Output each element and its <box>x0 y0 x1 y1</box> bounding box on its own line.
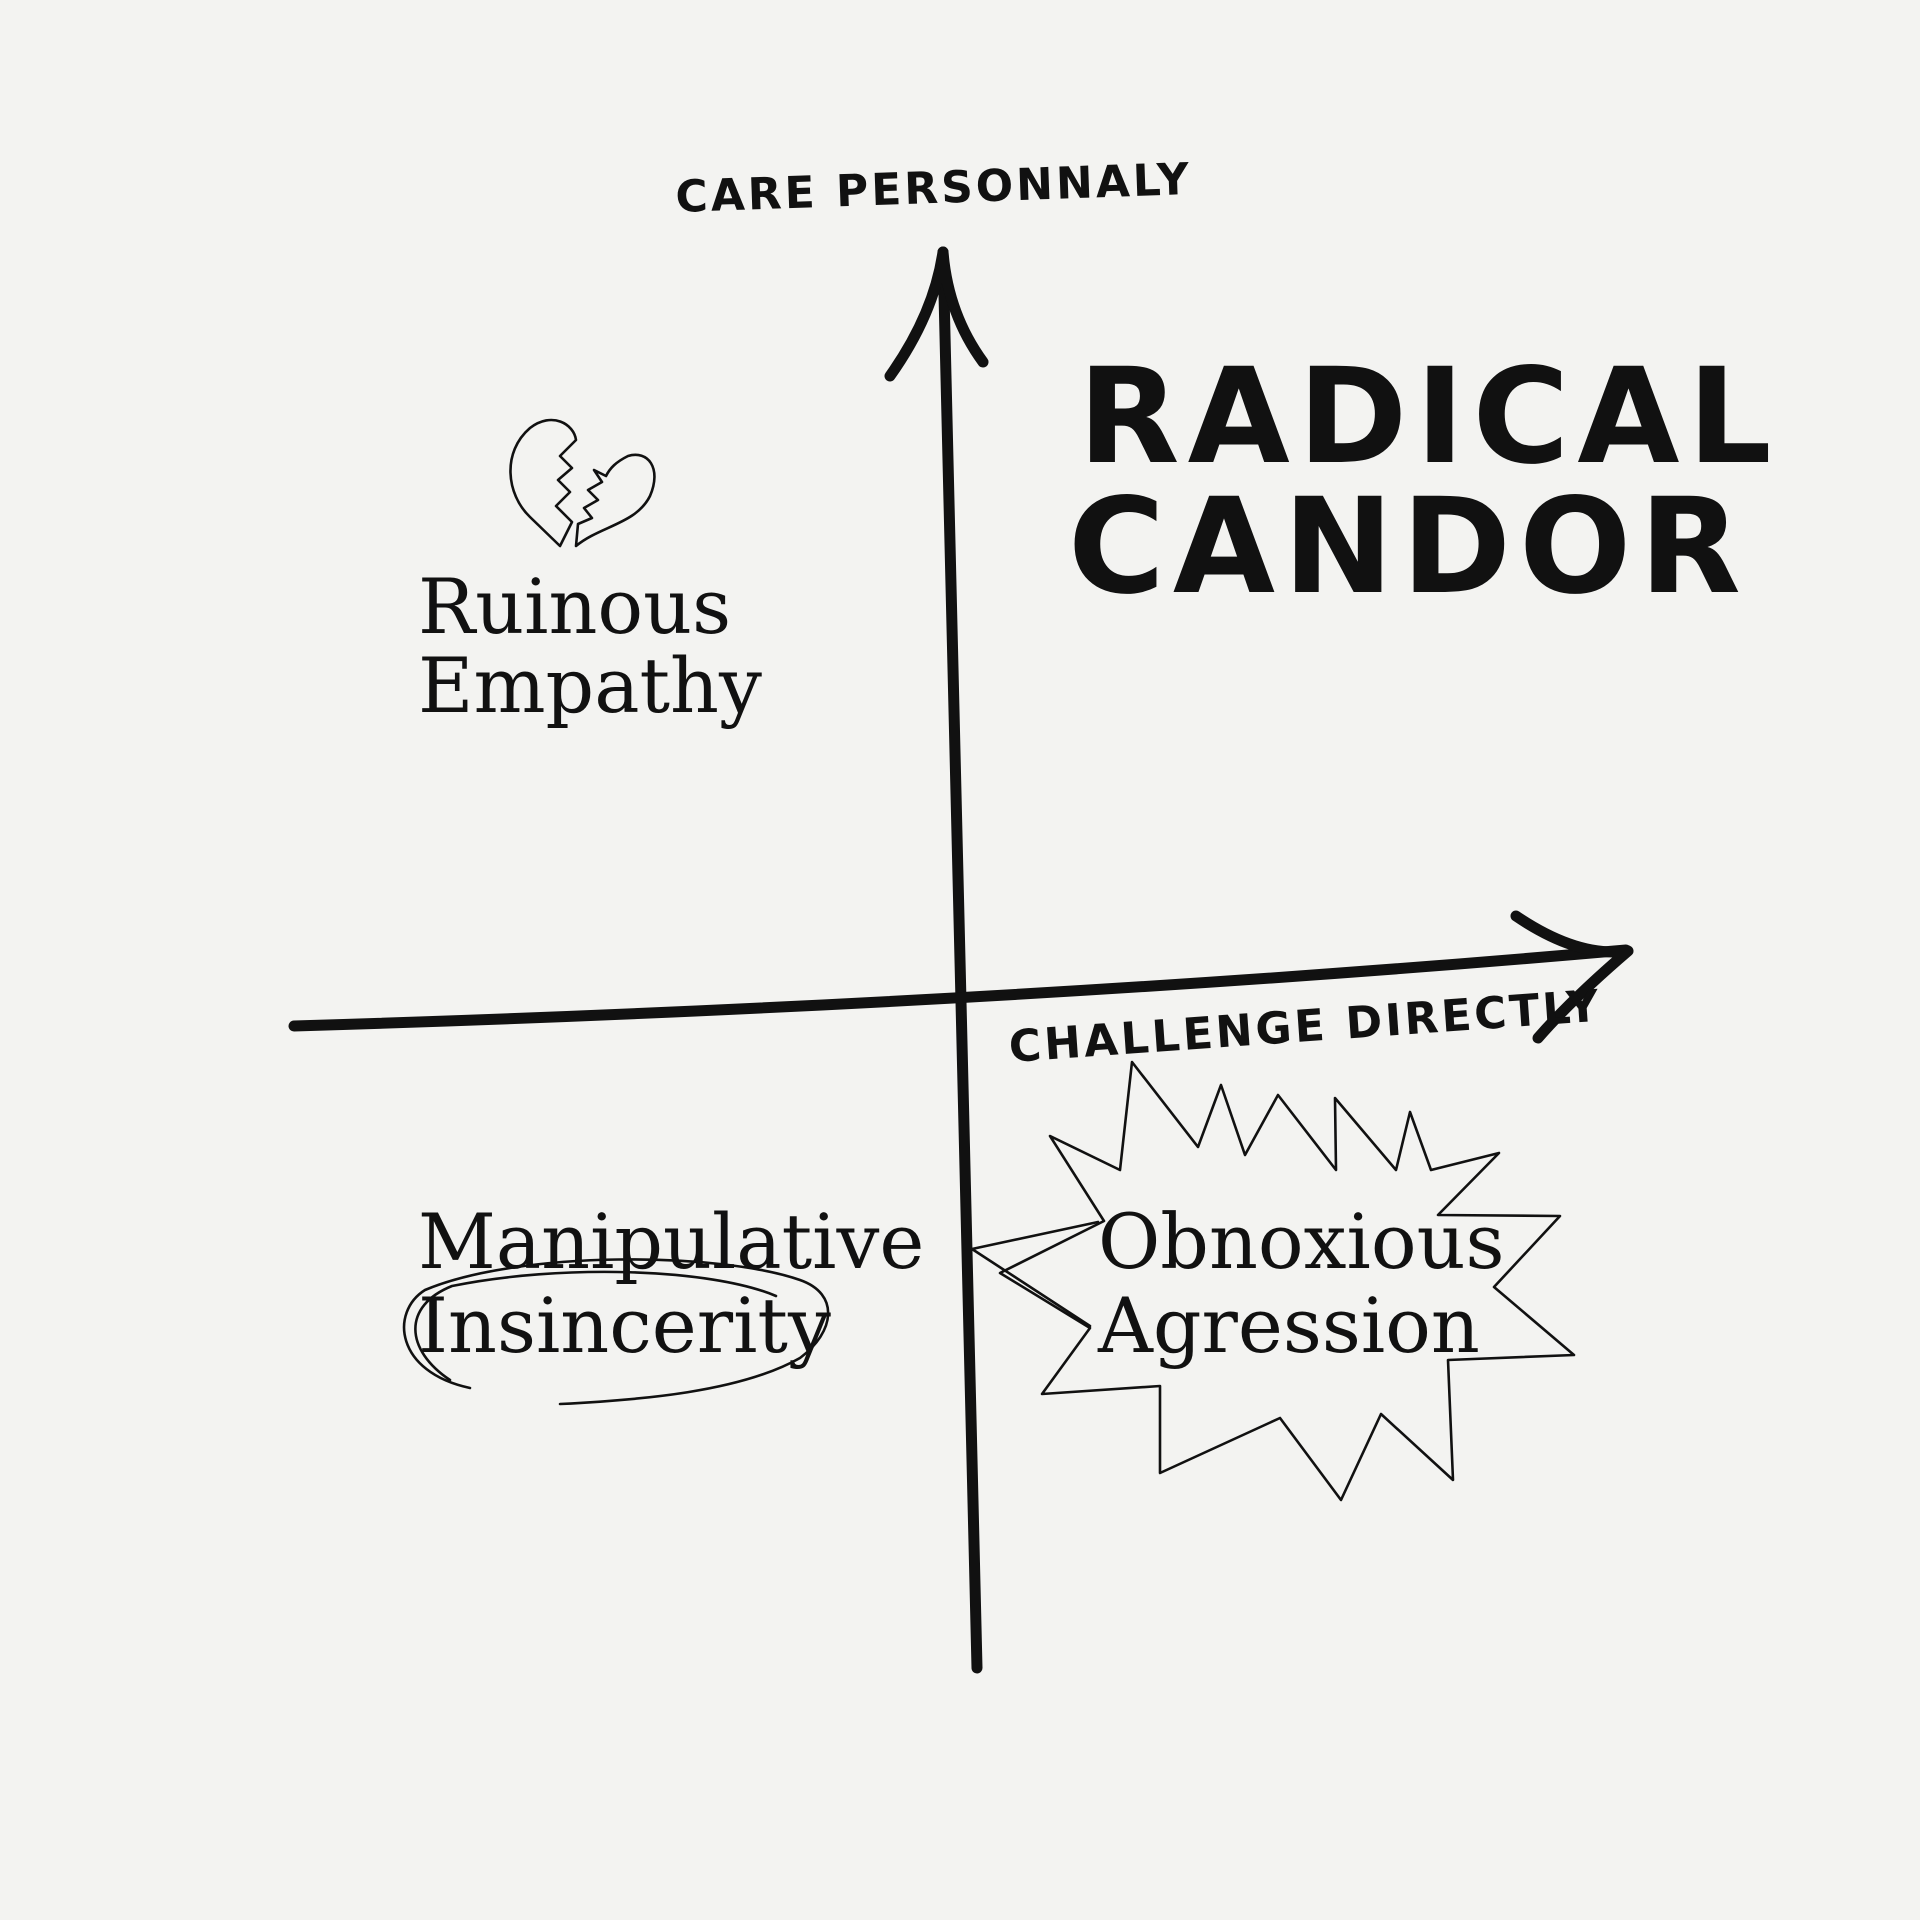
quadrant-top-left-line-1: Ruinous <box>418 562 731 651</box>
circle-scribble <box>402 1258 830 1406</box>
quadrant-bottom-right-line-2: Agression <box>1097 1281 1480 1370</box>
vertical-axis-label: CARE PERSONNALY <box>675 154 1193 223</box>
broken-heart-left-half <box>509 418 578 548</box>
starburst-pointer <box>970 1220 1100 1328</box>
horizontal-axis-arrowhead <box>1510 910 1634 1044</box>
vertical-axis-arrowhead <box>884 246 989 382</box>
quadrant-top-left-line-2: Empathy <box>418 641 762 730</box>
title-line-2: CANDOR <box>1068 470 1749 624</box>
broken-heart-right-half <box>574 453 656 548</box>
broken-heart-icon <box>509 418 656 548</box>
vertical-axis <box>884 246 989 1674</box>
circle-scribble-inner <box>414 1270 778 1382</box>
horizontal-axis <box>288 910 1634 1044</box>
quadrant-bottom-left-line-1: Manipulative <box>418 1197 924 1286</box>
vertical-axis-line <box>937 246 983 1674</box>
circle-scribble-outer <box>402 1258 830 1406</box>
title-line-1: RADICAL <box>1078 340 1780 494</box>
quadrant-bottom-right-line-1: Obnoxious <box>1098 1197 1505 1286</box>
quadrant-bottom-left-line-2: Insincerity <box>418 1281 831 1370</box>
horizontal-axis-line <box>288 944 1632 1032</box>
starburst-outline <box>998 1060 1576 1502</box>
starburst-shape <box>970 1060 1576 1502</box>
